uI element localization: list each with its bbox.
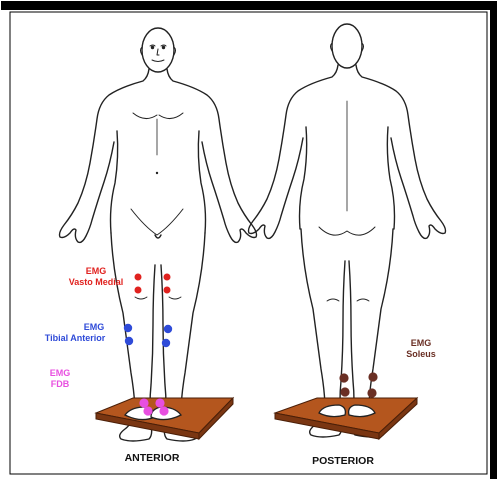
label-line: Vasto Medial (69, 277, 124, 287)
electrode (135, 274, 142, 281)
electrode (162, 339, 170, 347)
label-line: FDB (51, 379, 70, 389)
electrode (339, 373, 348, 382)
label-line: Tibial Anterior (45, 333, 106, 343)
label-line: Soleus (406, 349, 436, 359)
label-line: EMG (411, 338, 432, 348)
fdb-label: EMG FDB (50, 368, 71, 389)
black-frame-top (1, 1, 497, 10)
electrode (124, 324, 132, 332)
electrode (135, 287, 142, 294)
electrode (159, 406, 168, 415)
electrode (164, 287, 171, 294)
anterior-view-label: ANTERIOR (125, 452, 180, 464)
electrode (164, 274, 171, 281)
black-frame-right (490, 1, 497, 479)
posterior-view-label: POSTERIOR (312, 455, 374, 467)
electrode (368, 372, 377, 381)
electrode (125, 337, 133, 345)
label-line: EMG (86, 266, 107, 276)
electrode (340, 387, 349, 396)
label-line: EMG (84, 322, 105, 332)
electrode (367, 388, 376, 397)
electrode (143, 406, 152, 415)
electrode (164, 325, 172, 333)
electrode (139, 398, 148, 407)
electrode (155, 398, 164, 407)
label-line: EMG (50, 368, 71, 378)
